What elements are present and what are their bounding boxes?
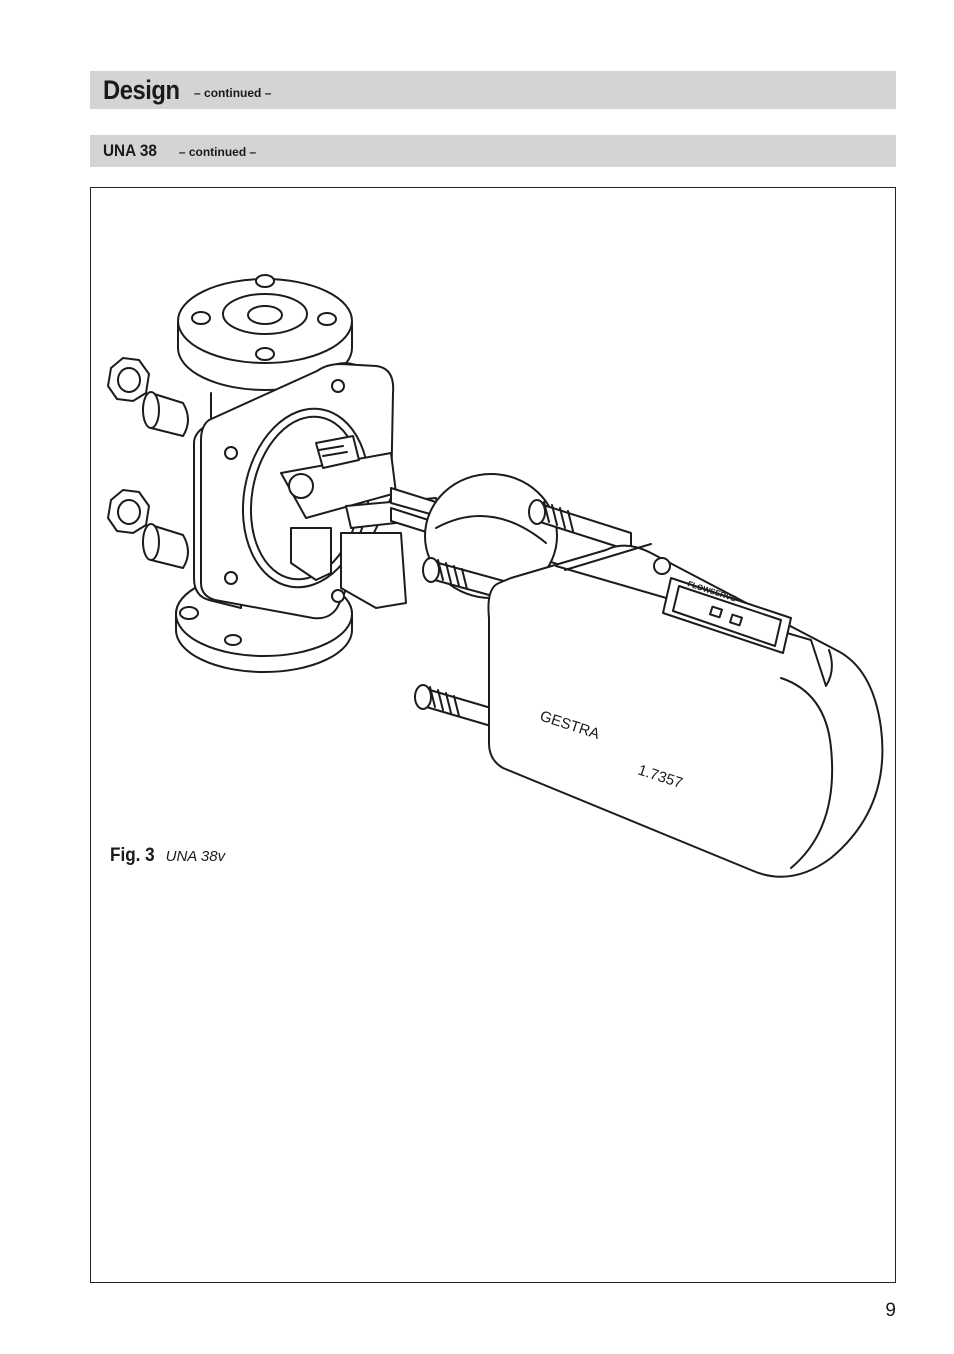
upper-flange <box>177 274 353 391</box>
internal-mechanism <box>241 407 442 609</box>
steam-trap-illustration: GESTRA 1.7357 FLOWSERVE <box>107 274 884 878</box>
page-number: 9 <box>885 1300 896 1321</box>
section-title: Design <box>103 74 180 105</box>
subsection-header: UNA 38 – continued – <box>90 135 896 167</box>
nameplate <box>653 557 792 654</box>
figure-caption-text: UNA 38v <box>165 848 226 865</box>
figure-frame: GESTRA 1.7357 FLOWSERVE Fig. 3 UNA 38v <box>90 187 896 1283</box>
subsection-continued-label: – continued – <box>178 145 257 159</box>
figure-label: Fig. 3 <box>110 845 155 866</box>
subsection-title: UNA 38 <box>103 141 157 160</box>
nuts-and-sleeves <box>107 357 189 569</box>
figure-caption: Fig. 3 UNA 38v <box>110 845 225 867</box>
section-header: Design – continued – <box>90 71 896 109</box>
section-continued-label: – continued – <box>194 86 272 100</box>
